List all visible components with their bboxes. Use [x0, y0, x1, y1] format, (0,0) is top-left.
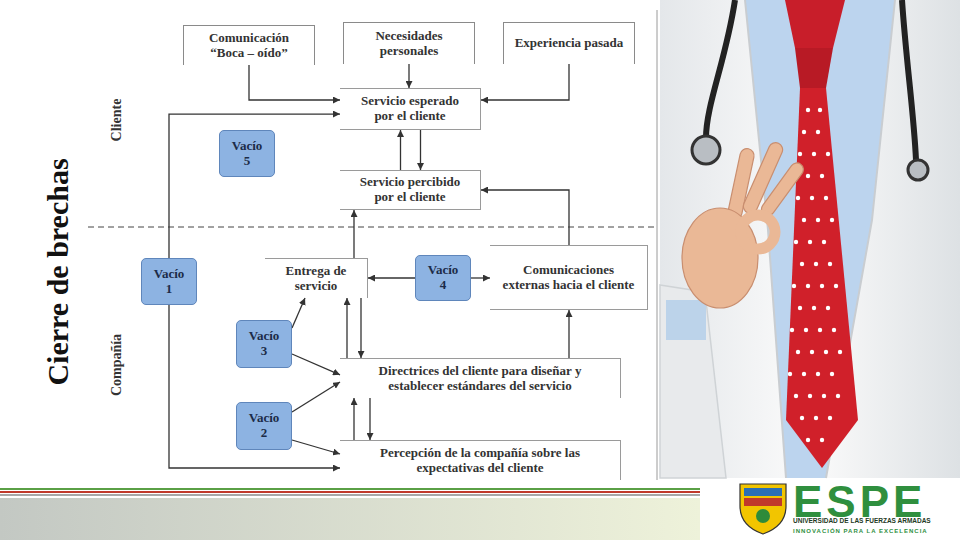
zone-label: Cliente	[109, 99, 124, 142]
footer-stripe	[0, 491, 700, 493]
flow-arrow	[346, 298, 347, 358]
zone-label: Compañía	[109, 334, 124, 396]
flow-arrow	[481, 64, 569, 100]
gap-box: Vacío 1	[141, 258, 197, 305]
separator-line	[657, 10, 658, 480]
footer-stripe	[0, 494, 700, 496]
box-text: Necesidades personales	[354, 29, 464, 59]
gap-box: Vacío 4	[415, 255, 471, 301]
stethoscope-tube	[706, 0, 735, 138]
flow-arrow	[292, 298, 305, 328]
stethoscope-earpiece	[908, 160, 928, 180]
flow-arrow	[420, 130, 421, 170]
coat-sleeve	[660, 285, 726, 478]
gap-box: Vacío 2	[236, 402, 292, 450]
process-box: Percepción de la compañía sobre las expe…	[340, 440, 621, 480]
stethoscope-chestpiece	[692, 136, 720, 164]
process-box: Servicio esperado por el cliente	[340, 88, 481, 130]
logo-motto: INNOVACIÓN PARA LA EXCELENCIA	[793, 528, 928, 535]
box-text: Experiencia pasada	[515, 36, 624, 51]
flow-arrow	[353, 398, 354, 440]
flow-arrow	[408, 64, 409, 88]
box-text: Entrega de servicio	[275, 264, 357, 294]
flow-arrow	[292, 440, 340, 454]
stethoscope-tube	[902, 0, 916, 160]
box-text: Servicio percibido por el cliente	[350, 175, 470, 205]
tie-dots	[788, 108, 842, 442]
process-box: Entrega de servicio	[265, 258, 368, 298]
hand-ok-sign	[682, 140, 806, 308]
box-text: Comunicación “Boca – oído”	[194, 31, 304, 61]
box-text: Servicio esperado por el cliente	[350, 94, 470, 124]
flow-arrow	[471, 277, 490, 278]
input-box: Necesidades personales	[343, 22, 475, 64]
flow-arrow	[292, 382, 340, 412]
shirt-cuff	[666, 300, 706, 340]
flow-arrow	[481, 190, 569, 245]
slide-title: Cierre de brechas	[41, 158, 75, 385]
flow-arrow	[368, 277, 415, 278]
process-box: Comunicaciones externas hacia el cliente	[490, 245, 648, 310]
input-box: Comunicación “Boca – oído”	[183, 25, 315, 65]
box-text: Vacío 4	[425, 263, 461, 293]
box-text: Vacío 1	[151, 267, 187, 297]
box-text: Vacío 3	[246, 329, 282, 359]
flow-arrow	[568, 310, 569, 358]
gap-box: Vacío 3	[236, 320, 292, 368]
tie	[786, 88, 858, 468]
coat	[660, 0, 960, 478]
flow-arrow	[360, 298, 361, 358]
flow-arrow	[169, 305, 340, 468]
flow-arrow	[169, 114, 340, 258]
tie-neck	[795, 48, 833, 88]
flow-arrow	[292, 354, 340, 375]
box-text: Vacío 2	[246, 411, 282, 441]
university-crest	[740, 484, 786, 534]
tie-knot	[785, 0, 845, 48]
flow-arrow	[249, 65, 340, 100]
box-text: Directrices del cliente para diseñar y e…	[350, 364, 610, 394]
flow-arrow	[400, 130, 401, 170]
hand-finger-ring	[741, 215, 775, 249]
box-text: Vacío 5	[229, 139, 265, 169]
box-text: Comunicaciones externas hacia el cliente	[500, 263, 637, 293]
input-box: Experiencia pasada	[503, 22, 635, 64]
gap-box: Vacío 5	[219, 130, 275, 177]
footer-stripe	[0, 488, 700, 490]
box-text: Percepción de la compañía sobre las expe…	[350, 446, 610, 476]
footer-band	[0, 498, 700, 540]
client-company-divider	[88, 227, 655, 228]
flow-arrow	[353, 210, 354, 258]
logo-name: UNIVERSIDAD DE LAS FUERZAS ARMADAS	[793, 517, 931, 524]
doctor-photo	[660, 0, 960, 478]
process-box: Directrices del cliente para diseñar y e…	[340, 358, 621, 398]
process-box: Servicio percibido por el cliente	[340, 170, 481, 210]
flow-arrow	[369, 398, 370, 440]
